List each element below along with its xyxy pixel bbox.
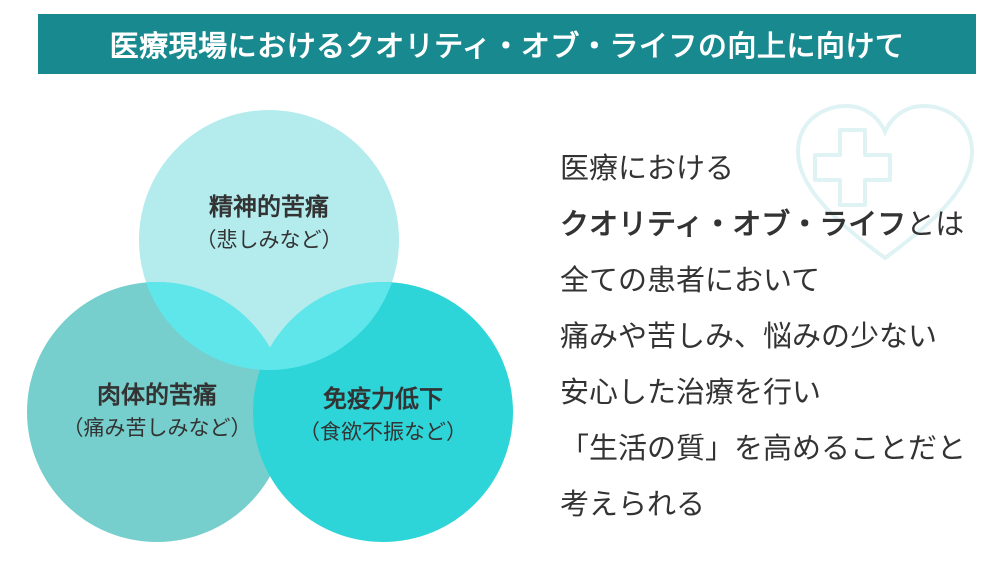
- label-physical-pain-name: 肉体的苦痛: [97, 381, 217, 409]
- label-immunity-decline: 免疫力低下 （食欲不振など）: [299, 382, 467, 448]
- label-mental-pain-note: （悲しみなど）: [195, 228, 343, 252]
- description-line-4: 痛みや苦しみ、悩みの少ない: [560, 319, 938, 353]
- description-line-1: 医療における: [560, 151, 735, 185]
- overlap-top-left: [139, 282, 287, 370]
- description-line-7: 考えられる: [560, 487, 706, 521]
- description-line-2: クオリティ・オブ・ライフとは: [560, 196, 990, 252]
- qol-description: 医療における クオリティ・オブ・ライフとは 全ての患者において 痛みや苦しみ、悩…: [560, 140, 990, 532]
- label-physical-pain-note: （痛み苦しみなど）: [62, 416, 252, 440]
- header-bar: 医療現場におけるクオリティ・オブ・ライフの向上に向けて: [38, 14, 976, 74]
- description-line-2-tail: とは: [906, 207, 965, 241]
- heart-cross-outline-icon: [795, 103, 975, 261]
- venn-diagram: [27, 110, 513, 542]
- label-immunity-decline-note: （食欲不振など）: [299, 420, 467, 444]
- description-line-3: 全ての患者において: [560, 263, 821, 297]
- label-physical-pain: 肉体的苦痛 （痛み苦しみなど）: [63, 378, 252, 444]
- label-mental-pain: 精神的苦痛 （悲しみなど）: [196, 190, 343, 256]
- label-mental-pain-name: 精神的苦痛: [209, 193, 329, 221]
- label-immunity-decline-name: 免疫力低下: [323, 385, 443, 413]
- qol-emphasis: クオリティ・オブ・ライフ: [560, 207, 907, 241]
- overlap-top-right: [253, 282, 399, 370]
- page-title: 医療現場におけるクオリティ・オブ・ライフの向上に向けて: [109, 29, 905, 63]
- description-line-6: 「生活の質」を高めることだと: [560, 431, 967, 465]
- description-line-5: 安心した治療を行い: [560, 375, 822, 409]
